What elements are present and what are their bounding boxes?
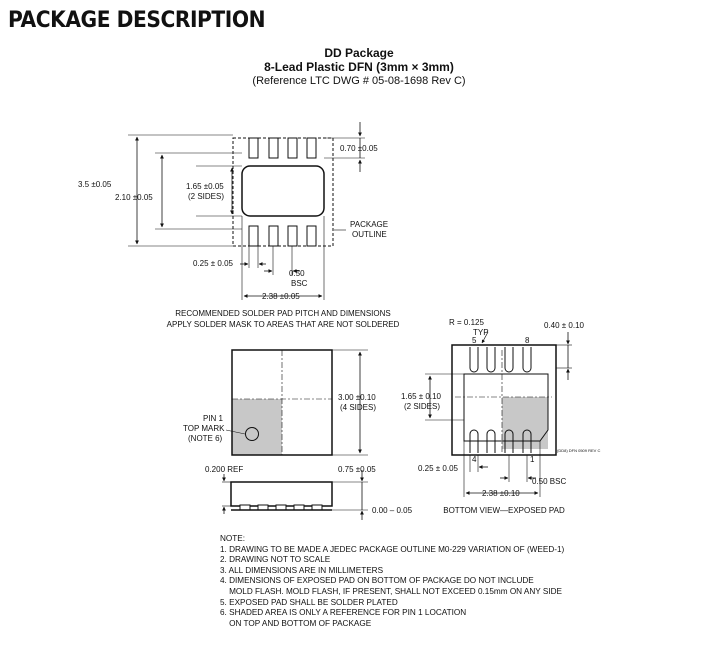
footprint-pad — [287, 137, 298, 159]
bottom-dim-span: 2.38 ±0.10 — [482, 489, 520, 498]
top-view — [225, 349, 368, 456]
bottom-lead — [486, 429, 496, 453]
bottom-view-caption: BOTTOM VIEW—EXPOSED PAD — [443, 506, 565, 515]
footprint-pad — [268, 225, 279, 247]
footprint-pad — [248, 137, 259, 159]
bottom-pin-8: 8 — [525, 336, 530, 345]
footprint-dim-height: 3.5 ±0.05 — [78, 180, 112, 189]
note-line: 5. EXPOSED PAD SHALL BE SOLDER PLATED — [220, 597, 398, 607]
bottom-view-body — [451, 344, 557, 456]
bottom-exposed-pad — [463, 373, 549, 442]
footprint-pad — [306, 137, 317, 159]
bottom-dim-radius: R = 0.125 — [449, 318, 484, 327]
bottom-dim-radius-note: TYP — [473, 328, 489, 337]
footprint-dim-pitch: 0.50 — [289, 269, 305, 278]
footprint-pad — [287, 225, 298, 247]
bottom-lead — [522, 347, 532, 373]
bottom-lead — [504, 429, 514, 453]
side-view-dim-ref: 0.200 REF — [205, 465, 243, 474]
footprint-outline-label: OUTLINE — [352, 230, 387, 239]
side-view — [222, 470, 368, 520]
footprint-dim-pad-center-note: (2 SIDES) — [188, 192, 224, 201]
footprint-dim-span: 2.38 ±0.05 — [262, 292, 300, 301]
pin1-label: (NOTE 6) — [188, 434, 223, 443]
top-view-shaded-area — [232, 399, 282, 455]
bottom-dim-pad-note: (2 SIDES) — [404, 402, 440, 411]
notes-block: NOTE: 1. DRAWING TO BE MADE A JEDEC PACK… — [220, 534, 564, 629]
top-view-dim-body: 3.00 ±0.10 — [338, 393, 376, 402]
bottom-dim-pad: 1.65 ± 0.10 — [401, 392, 442, 401]
bottom-dim-lead-width: 0.25 ± 0.05 — [418, 464, 459, 473]
note-line: 6. SHADED AREA IS ONLY A REFERENCE FOR P… — [220, 608, 467, 618]
side-view-dim-standoff: 0.00 – 0.05 — [372, 506, 413, 515]
side-view-body — [230, 481, 333, 507]
note-line: MOLD FLASH. MOLD FLASH, IF PRESENT, SHAL… — [220, 586, 562, 596]
bottom-lead — [522, 429, 532, 453]
bottom-drawing-code: (DD8) DFN 0509 REV C — [557, 448, 600, 453]
bottom-lead — [486, 347, 496, 373]
pin1-label: PIN 1 — [203, 414, 224, 423]
section-heading: PACKAGE DESCRIPTION — [8, 8, 266, 33]
footprint-dim-inner: 2.10 ±0.05 — [115, 193, 153, 202]
footprint-exposed-pad — [241, 165, 325, 217]
footprint-dim-pad-width: 0.25 ± 0.05 — [193, 259, 234, 268]
bottom-view — [425, 331, 572, 497]
footprint-pad — [268, 137, 279, 159]
pin1-label: TOP MARK — [183, 424, 225, 433]
bottom-dim-pin-length: 0.40 ± 0.10 — [544, 321, 585, 330]
bottom-pin-1: 1 — [530, 455, 535, 464]
bottom-lead — [469, 347, 479, 373]
side-view-dim-height: 0.75 ±0.05 — [338, 465, 376, 474]
footprint-view — [128, 122, 365, 300]
note-line: 4. DIMENSIONS OF EXPOSED PAD ON BOTTOM O… — [220, 576, 534, 586]
note-line: 1. DRAWING TO BE MADE A JEDEC PACKAGE OU… — [220, 544, 565, 554]
bottom-pin-4: 4 — [472, 455, 477, 464]
package-subtitle: 8-Lead Plastic DFN (3mm × 3mm) — [264, 60, 454, 74]
note-line: 2. DRAWING NOT TO SCALE — [220, 555, 331, 565]
package-name: DD Package — [324, 46, 394, 60]
note-line: NOTE: — [220, 534, 246, 543]
footprint-caption: RECOMMENDED SOLDER PAD PITCH AND DIMENSI… — [175, 309, 390, 318]
bottom-dim-pitch: 0.50 BSC — [532, 477, 566, 486]
bottom-lead — [469, 429, 479, 453]
footprint-outline-label: PACKAGE — [350, 220, 388, 229]
footprint-pad — [248, 225, 259, 247]
bottom-pin-5: 5 — [472, 336, 477, 345]
top-view-dim-body-note: (4 SIDES) — [340, 403, 376, 412]
bottom-lead — [504, 347, 514, 373]
footprint-dim-pad-length: 0.70 ±0.05 — [340, 144, 378, 153]
pin1-top-mark — [245, 427, 259, 441]
package-reference: (Reference LTC DWG # 05-08-1698 Rev C) — [252, 75, 466, 87]
package-outline — [232, 137, 334, 247]
footprint-dim-pad-center: 1.65 ±0.05 — [186, 182, 224, 191]
footprint-caption: APPLY SOLDER MASK TO AREAS THAT ARE NOT … — [167, 320, 400, 329]
note-line: 3. ALL DIMENSIONS ARE IN MILLIMETERS — [220, 565, 384, 575]
footprint-pad — [306, 225, 317, 247]
footprint-dim-pitch-note: BSC — [291, 279, 308, 288]
note-line: ON TOP AND BOTTOM OF PACKAGE — [220, 618, 372, 628]
